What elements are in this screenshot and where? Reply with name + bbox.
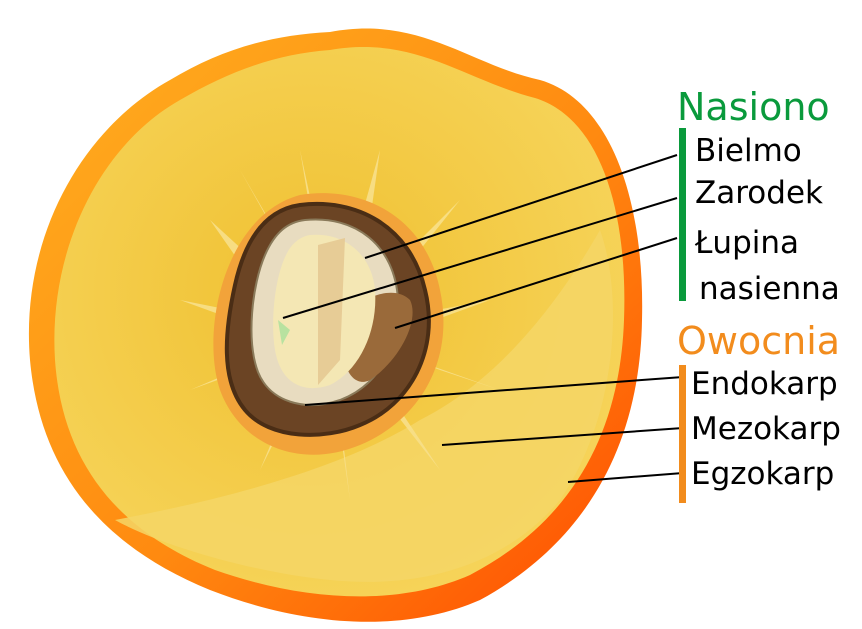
label-endocarp: Endokarp	[691, 369, 838, 400]
fruit-group-title: Owocnia	[677, 322, 840, 360]
label-embryo: Zarodek	[695, 178, 823, 209]
fruit-group-bar	[679, 365, 686, 503]
label-seed-coat-1: Łupina	[695, 228, 799, 259]
label-exocarp: Egzokarp	[691, 459, 834, 490]
label-mesocarp: Mezokarp	[691, 414, 841, 445]
seed-group-bar	[679, 128, 686, 301]
label-seed-coat-2: nasienna	[699, 274, 840, 305]
seed-group-title: Nasiono	[677, 88, 830, 126]
label-endosperm: Bielmo	[695, 136, 802, 167]
